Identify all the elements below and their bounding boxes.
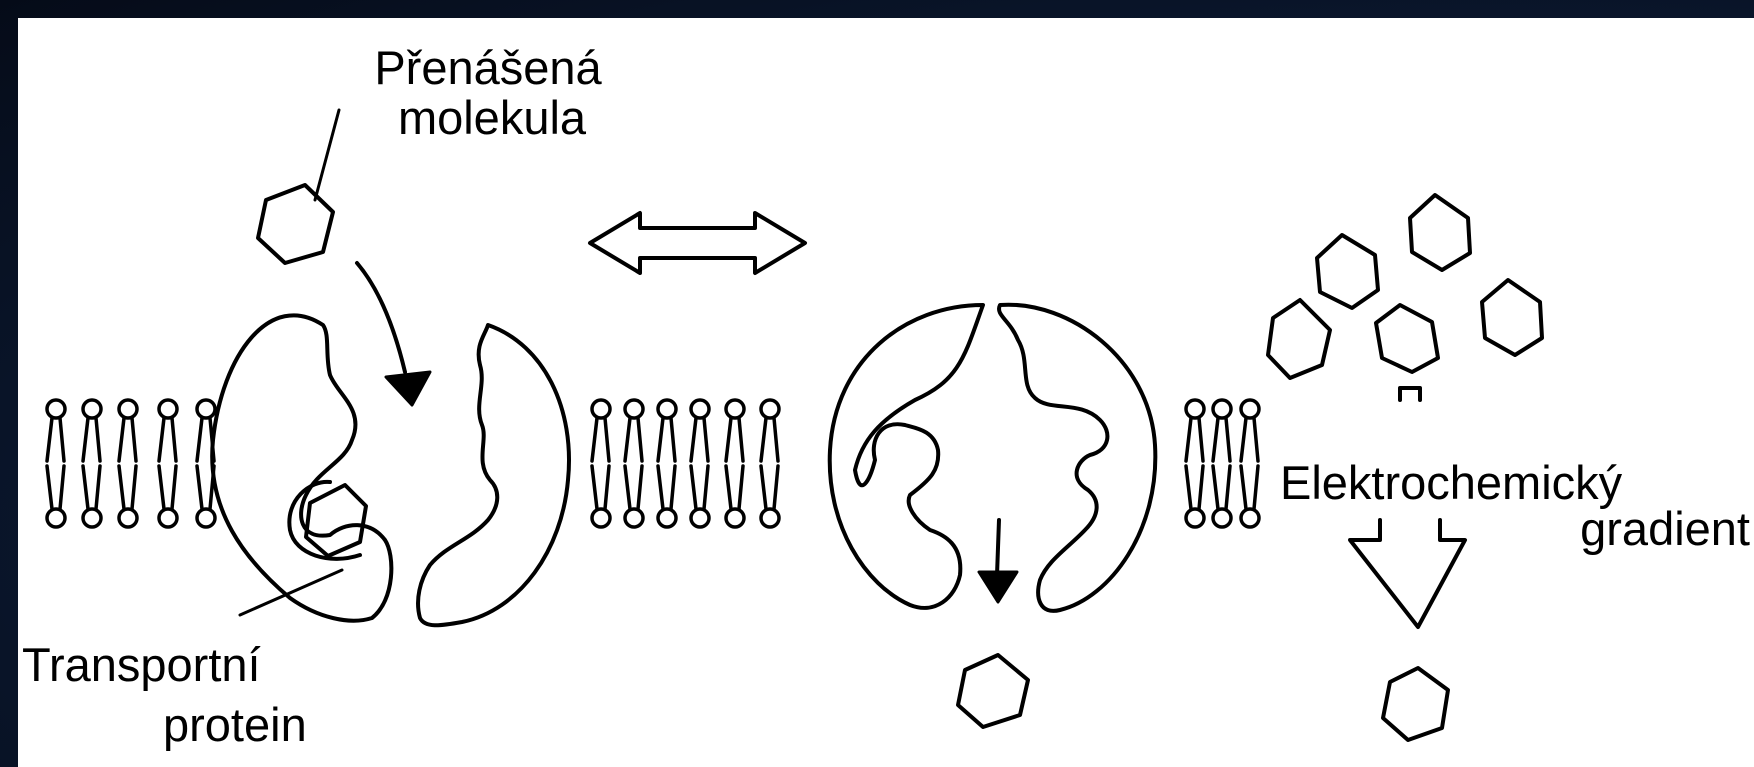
lipid-tail xyxy=(658,418,675,461)
lipid-head xyxy=(1241,400,1259,418)
arrow-into-protein xyxy=(357,263,430,405)
lipid-head xyxy=(1186,400,1204,418)
molecule-low-concentration xyxy=(1383,668,1448,740)
label-line: Transportní xyxy=(18,640,348,690)
lipid-head xyxy=(1241,509,1259,527)
label-line: protein xyxy=(18,700,348,750)
lipid-head xyxy=(83,509,101,527)
lipid-tail xyxy=(119,466,136,509)
lipid-head xyxy=(658,509,676,527)
lipid-head xyxy=(47,509,65,527)
lipid-tail xyxy=(726,418,743,461)
lipid-head xyxy=(1186,509,1204,527)
label-line: Elektrochemický xyxy=(1280,458,1750,508)
lipid-tail xyxy=(658,466,675,509)
lipid-tail xyxy=(726,466,743,509)
lipid-head xyxy=(726,400,744,418)
lipid-head xyxy=(119,400,137,418)
pointer-line-protein xyxy=(240,570,342,615)
lipid-head xyxy=(47,400,65,418)
label-transport-protein: Transportní protein xyxy=(18,640,348,750)
lipid-head xyxy=(625,400,643,418)
lipid-tail xyxy=(592,418,609,461)
lipid-tail xyxy=(1241,466,1258,509)
lipid-tail xyxy=(83,466,100,509)
lipid-tail xyxy=(1213,418,1230,461)
arrow-out-of-protein xyxy=(979,520,1017,602)
lipid-tail xyxy=(159,418,176,461)
lipid-tail xyxy=(1186,466,1203,509)
lipid-head xyxy=(159,509,177,527)
lipid-tail xyxy=(691,466,708,509)
lipid-bilayer-middle xyxy=(592,400,779,527)
molecule-free xyxy=(258,185,333,263)
lipid-head xyxy=(159,400,177,418)
lipid-tail xyxy=(592,466,609,509)
label-line: gradient xyxy=(1280,504,1750,554)
lipid-head xyxy=(1213,509,1231,527)
lipid-tail xyxy=(691,418,708,461)
molecule-released xyxy=(958,655,1028,727)
transport-protein-inward-open xyxy=(830,305,1156,611)
lipid-head xyxy=(625,509,643,527)
lipid-head xyxy=(83,400,101,418)
lipid-bilayer-left xyxy=(47,400,215,527)
lipid-head xyxy=(691,509,709,527)
lipid-tail xyxy=(47,418,64,461)
lipid-head xyxy=(658,400,676,418)
label-line: molekula xyxy=(318,93,658,143)
lipid-head xyxy=(592,400,610,418)
lipid-bilayer-right xyxy=(1186,400,1259,527)
lipid-head xyxy=(197,509,215,527)
lipid-head xyxy=(761,509,779,527)
lipid-tail xyxy=(1241,418,1258,461)
transport-protein-outward-open xyxy=(212,315,569,625)
lipid-tail xyxy=(83,418,100,461)
lipid-tail xyxy=(119,418,136,461)
label-line: Přenášená xyxy=(318,43,658,93)
lipid-head xyxy=(726,509,744,527)
lipid-head xyxy=(691,400,709,418)
exchange-arrow-icon xyxy=(590,213,805,273)
lipid-tail xyxy=(1213,466,1230,509)
diagram-canvas: Přenášená molekula Transportní protein E… xyxy=(18,18,1754,767)
molecule-cluster-high-concentration xyxy=(1268,195,1542,378)
lipid-head xyxy=(592,509,610,527)
lipid-head xyxy=(197,400,215,418)
lipid-tail xyxy=(761,418,778,461)
lipid-head xyxy=(119,509,137,527)
lipid-tail xyxy=(159,466,176,509)
lipid-head xyxy=(1213,400,1231,418)
lipid-tail xyxy=(47,466,64,509)
lipid-tail xyxy=(625,466,642,509)
label-transported-molecule: Přenášená molekula xyxy=(318,43,658,143)
lipid-head xyxy=(761,400,779,418)
lipid-tail xyxy=(1186,418,1203,461)
label-electrochemical-gradient: Elektrochemický gradient xyxy=(1280,458,1750,554)
lipid-tail xyxy=(761,466,778,509)
lipid-tail xyxy=(625,418,642,461)
